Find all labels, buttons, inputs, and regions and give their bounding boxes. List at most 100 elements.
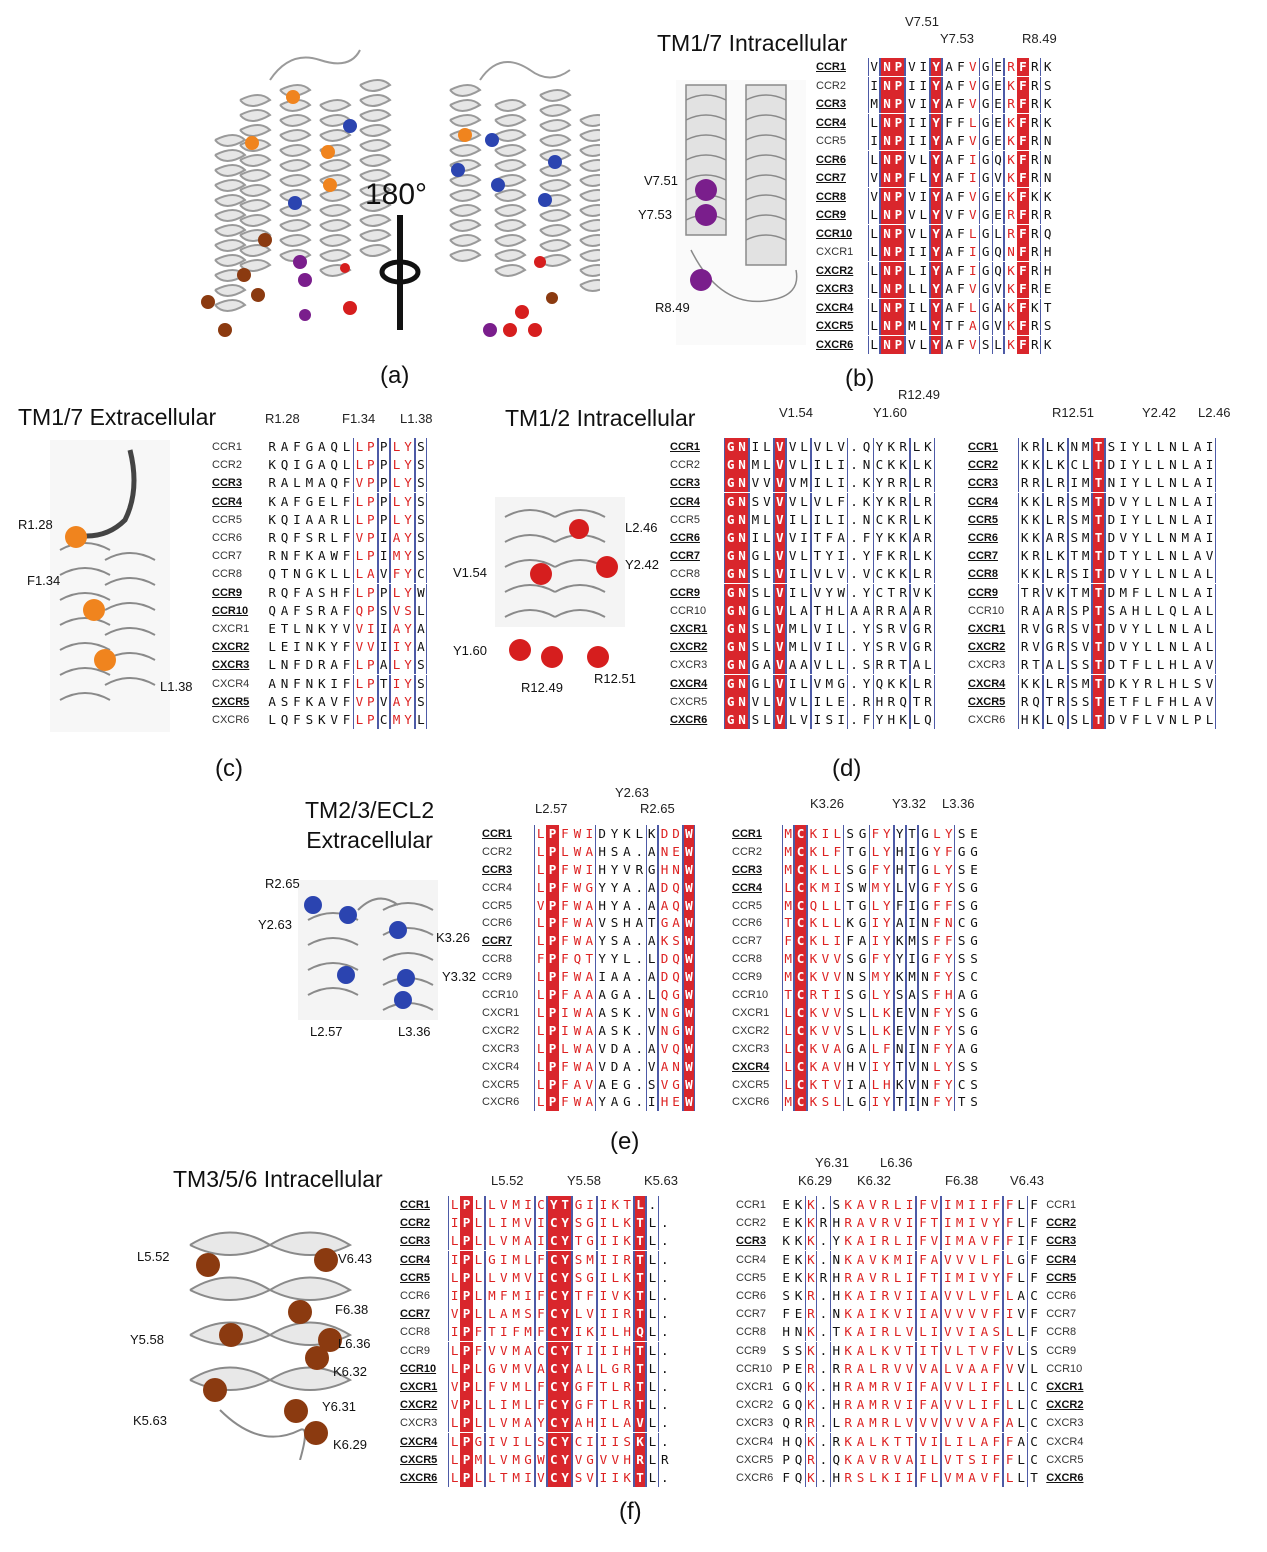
sequence-name: CXCR3	[212, 659, 250, 672]
sequence-name: CCR10	[736, 1362, 773, 1375]
sequence-name: CCR9	[212, 586, 242, 599]
sequence-name: CCR8	[400, 1326, 430, 1339]
sequence-name-tail: CXCR1	[1046, 1381, 1084, 1394]
marker-r1251: R12.51	[1052, 405, 1094, 420]
panel-e-title: TM2/3/ECL2 Extracellular	[305, 795, 434, 855]
sequence-name: CXCR1	[670, 623, 708, 636]
sphere-label-y753: Y7.53	[638, 207, 672, 222]
rotation-label: 180°	[365, 178, 428, 211]
sequence-name: CCR4	[482, 881, 512, 894]
sequence-name: CCR3	[816, 98, 846, 111]
sequence-name: CCR6	[968, 532, 998, 545]
sequence-name: CCR3	[212, 477, 242, 490]
sphere-label-k563: K5.63	[133, 1413, 167, 1428]
sequence-name: CCR1	[212, 441, 242, 454]
sequence-name: CCR2	[482, 845, 512, 858]
sphere-label-y242: Y2.42	[625, 557, 659, 572]
marker-r849: R8.49	[1022, 31, 1057, 46]
sequence-name: CXCR6	[670, 714, 708, 727]
sequence-name: CCR4	[816, 116, 846, 129]
sequence-name: CCR9	[816, 209, 846, 222]
marker-y263: Y2.63	[615, 785, 649, 800]
marker-y631: Y6.31	[815, 1155, 849, 1170]
panel-b-title: TM1/7 Intracellular	[657, 30, 848, 56]
sequence-name: CCR7	[732, 935, 762, 948]
sequence-name: CXCR2	[212, 641, 250, 654]
marker-l138: L1.38	[400, 411, 433, 426]
sequence-name: CCR5	[732, 899, 762, 912]
sequence-name: CCR6	[736, 1290, 766, 1303]
sequence-name: CCR10	[968, 604, 1005, 617]
sequence-name: CCR10	[816, 227, 853, 240]
sequence-name: CXCR6	[482, 1096, 520, 1109]
marker-f638: F6.38	[945, 1173, 979, 1188]
sequence-name-tail: CCR5	[1046, 1271, 1077, 1284]
sequence-name: CCR3	[670, 477, 700, 490]
marker-k326: K3.26	[810, 796, 844, 811]
sequence-name: CCR8	[968, 568, 998, 581]
marker-l336: L3.36	[942, 796, 975, 811]
panel-label-b: (b)	[845, 365, 875, 392]
